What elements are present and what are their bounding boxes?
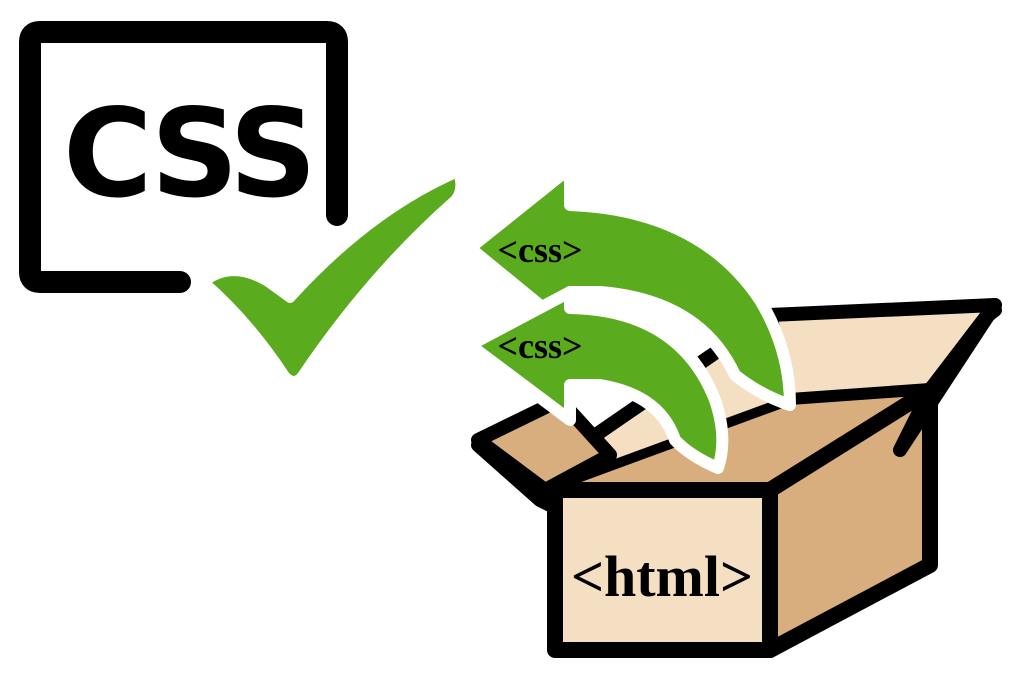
curved-arrow-icon: <css> bbox=[464, 162, 796, 411]
checkmark-icon bbox=[199, 167, 466, 386]
box-label: <html> bbox=[571, 544, 753, 609]
css-badge-label: CSS bbox=[63, 83, 313, 225]
curved-arrow-icon: <css> bbox=[464, 286, 729, 474]
arrow-upper-label: <css> bbox=[497, 230, 582, 270]
arrow-lower-label: <css> bbox=[497, 326, 582, 366]
css-file-icon: CSS bbox=[19, 21, 348, 293]
